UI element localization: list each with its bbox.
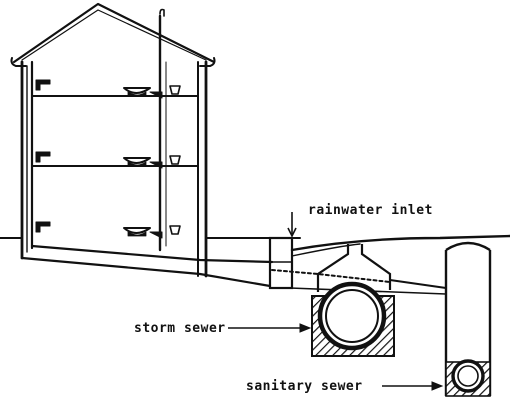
junction-3 (149, 231, 163, 239)
storm-sewer-label: storm sewer (134, 321, 226, 336)
left-gutter (10, 57, 27, 67)
inlet-pointer-arrow (287, 227, 297, 238)
road-underside (291, 243, 361, 257)
house-drain-bottom (20, 256, 272, 288)
sanitary-sewer-label: sanitary sewer (246, 379, 363, 394)
junction-2 (149, 161, 163, 169)
sanitary-pipe-inner (457, 365, 479, 387)
drain-pipes (20, 244, 447, 295)
storm-pipe-outer (317, 281, 387, 351)
storm-sewer-pointer (228, 323, 312, 333)
labels: rainwater inlet storm sewer sanitary sew… (134, 203, 444, 394)
roof-vent (159, 8, 165, 17)
house (10, 2, 216, 278)
house-drain-top (30, 244, 274, 264)
basin-2-fill (127, 161, 147, 167)
storm-sewer (311, 244, 395, 357)
wall-fixture-1 (35, 79, 51, 91)
sewer-line-top (389, 279, 447, 289)
wall-fixture-2 (35, 151, 51, 163)
cup-2 (169, 155, 181, 165)
roof-inner (21, 9, 207, 61)
storm-manhole-shaft (316, 244, 392, 292)
basin-3-fill (127, 231, 147, 237)
cup-3 (169, 225, 181, 235)
storm-pipe-inner (325, 289, 379, 343)
rainwater-inlet (268, 212, 297, 290)
roof (12, 2, 216, 64)
inlet-connection (271, 269, 391, 283)
basin-1-fill (127, 91, 147, 97)
right-gutter (199, 57, 216, 67)
basin-2 (123, 157, 151, 164)
fixtures (35, 79, 181, 239)
ground (0, 234, 510, 257)
sanitary-sewer-pointer (382, 381, 444, 391)
cup-1 (169, 85, 181, 95)
basin-3 (123, 227, 151, 234)
wall-fixture-3 (35, 221, 51, 233)
inlet-box (268, 236, 294, 290)
junction-1 (149, 91, 163, 99)
rainwater-inlet-label: rainwater inlet (308, 203, 433, 218)
sanitary-sewer (444, 241, 492, 397)
road-surface (290, 234, 510, 252)
basin-1 (123, 87, 151, 94)
